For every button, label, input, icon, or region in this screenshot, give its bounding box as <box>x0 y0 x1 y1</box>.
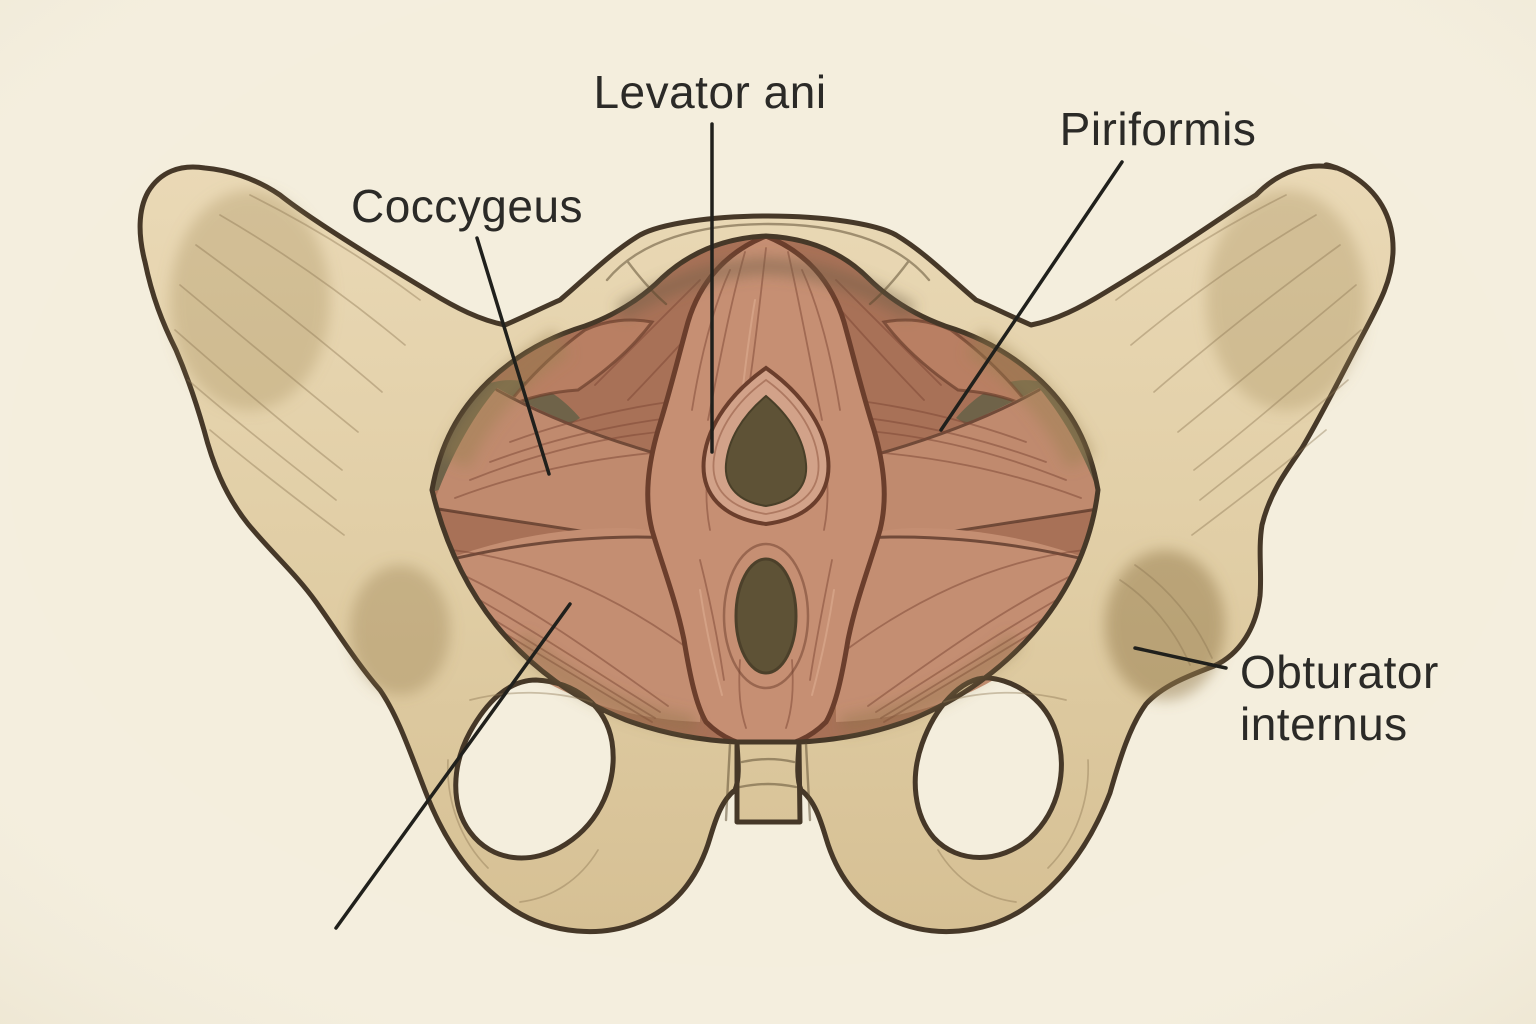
label-coccygeus: Coccygeus <box>351 180 583 232</box>
leader-line-obturator-internus <box>1133 646 1228 670</box>
label-obturator-internus: Obturator internus <box>1240 646 1439 750</box>
label-obturator-internus-line1: Obturator <box>1240 646 1439 698</box>
leader-line-piriformis <box>939 160 1124 432</box>
leader-line-unlabeled <box>334 602 572 930</box>
label-piriformis: Piriformis <box>1060 103 1257 155</box>
label-levator-ani: Levator ani <box>593 66 826 118</box>
labels: Levator ani Piriformis Coccygeus Obturat… <box>351 66 1439 750</box>
leader-lines <box>334 122 1228 930</box>
leader-line-coccygeus <box>475 236 551 476</box>
label-obturator-internus-line2: internus <box>1240 698 1408 750</box>
